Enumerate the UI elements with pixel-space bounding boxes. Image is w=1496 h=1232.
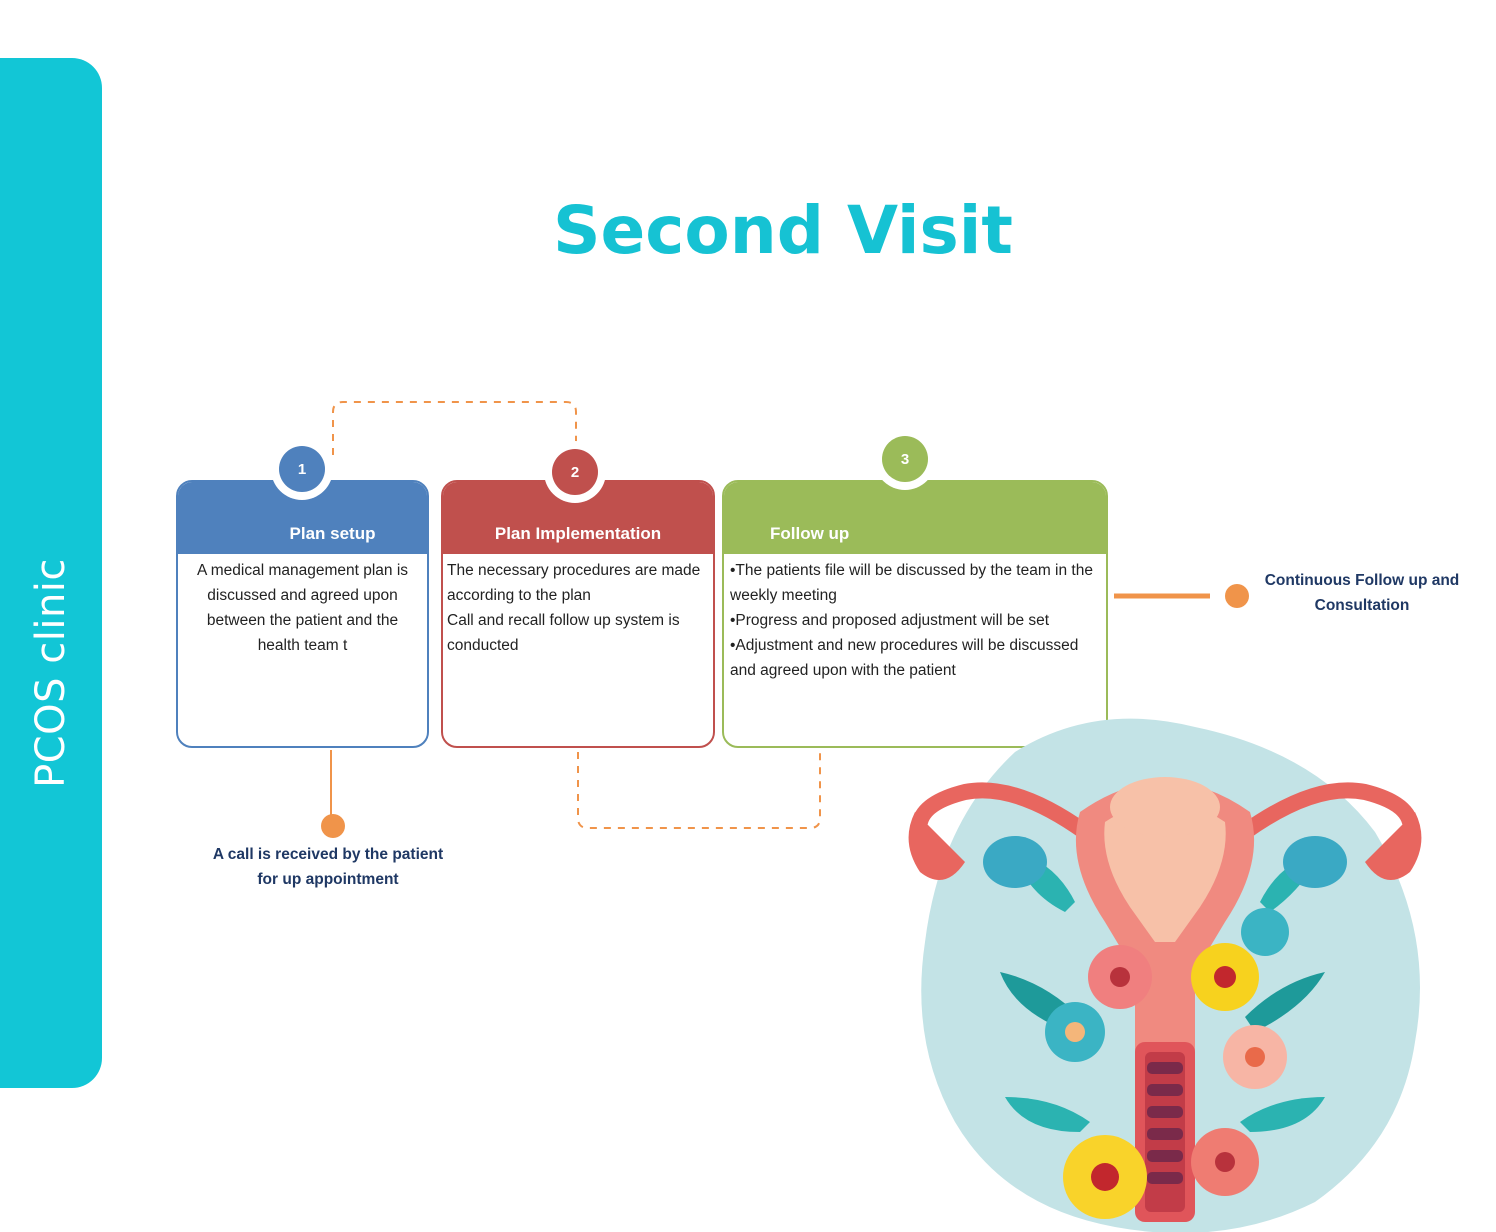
step-text: The necessary procedures are made accord… (447, 562, 701, 604)
step-card-plan-setup: Plan setup A medical management plan is … (176, 480, 429, 748)
step-card-plan-implementation: Plan Implementation The necessary proced… (441, 480, 715, 748)
call-received-note: A call is received by the patient for up… (212, 846, 444, 888)
step-title: Plan Implementation (443, 482, 713, 554)
step-title: Follow up (724, 482, 1106, 554)
step-body: The necessary procedures are made accord… (443, 554, 713, 662)
step-number-badge: 2 (552, 449, 598, 495)
step-body: •The patients file will be discussed by … (724, 554, 1106, 687)
step-number-badge: 3 (882, 436, 928, 482)
followup-connector-dot (1225, 584, 1249, 608)
dashed-connector-bottom (577, 752, 821, 829)
step-text: •The patients file will be discussed by … (730, 562, 1093, 604)
continuous-follow-up-note: Continuous Follow up and Consultation (1264, 572, 1460, 614)
step-text: •Progress and proposed adjustment will b… (730, 612, 1050, 629)
sidebar-tab: PCOS clinic (0, 58, 102, 1088)
page-title: Second Visit (553, 192, 1013, 269)
flower-blue (1045, 1002, 1105, 1062)
step-body: A medical management plan is discussed a… (178, 554, 427, 662)
flower-blue-small (1241, 908, 1289, 956)
call-connector-dot (321, 814, 345, 838)
flower-pink (1223, 1025, 1287, 1089)
step-text: A medical management plan is discussed a… (196, 562, 409, 654)
flower-red-large (1191, 1128, 1259, 1196)
flower-yellow (1191, 943, 1259, 1011)
step-text: •Adjustment and new procedures will be d… (730, 637, 1079, 679)
step-card-follow-up: Follow up •The patients file will be dis… (722, 480, 1108, 748)
dashed-connector-top (332, 401, 577, 455)
step-number-badge: 1 (279, 446, 325, 492)
flower-yellow-large (1063, 1135, 1147, 1219)
step-text: Call and recall follow up system is cond… (447, 612, 680, 654)
flower-red (1088, 945, 1152, 1009)
uterus-flowers-illustration-icon (908, 718, 1422, 1232)
